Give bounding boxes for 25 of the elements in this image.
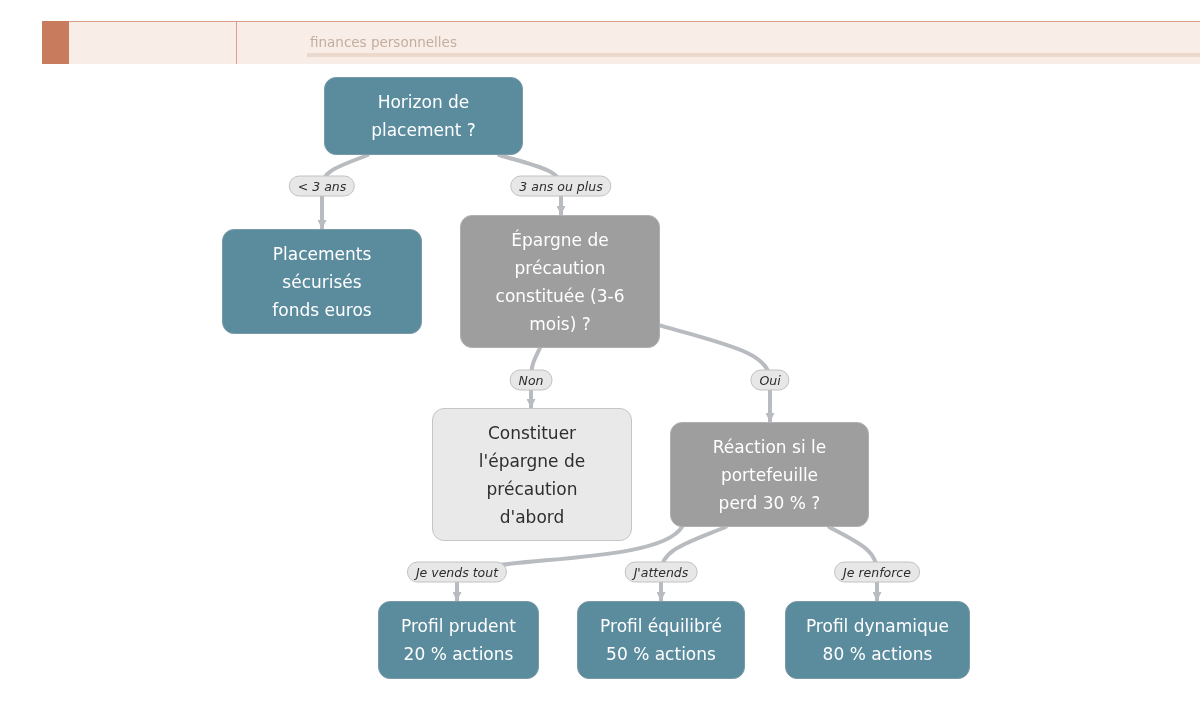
section-subtitle: finances personnelles (310, 33, 457, 51)
node-label: Profil équilibré 50 % actions (599, 615, 723, 666)
node-label: Placements sécurisés fonds euros (271, 242, 373, 322)
edge-label: J'attends (624, 561, 698, 583)
node-label: Horizon de placement ? (370, 91, 477, 142)
edge-label: Je vends tout (406, 561, 508, 583)
action-box (432, 408, 632, 541)
node-label: Épargne de précaution constituée (3-6 mois) ? (494, 228, 626, 336)
outcome-box (577, 601, 745, 679)
node-label: Profil dynamique 80 % actions (804, 615, 951, 666)
outcome-box (222, 229, 422, 334)
decision-box (460, 215, 660, 348)
arrow (658, 323, 775, 424)
outcome-box (378, 601, 539, 679)
node-label: Constituer l'épargne de précaution d'abord (477, 421, 587, 529)
edge-label: Oui (750, 369, 790, 391)
edge-label: Je renforce (834, 561, 920, 583)
decision-box (670, 422, 869, 527)
decision-box (324, 77, 523, 155)
node-label: Profil prudent 20 % actions (399, 615, 518, 666)
edge-label: 3 ans ou plus (510, 175, 612, 197)
node-label: Réaction si le portefeuille perd 30 % ? (711, 435, 828, 515)
edge-label: Non (509, 369, 553, 391)
edge-label: < 3 ans (288, 175, 356, 197)
outcome-box (785, 601, 970, 679)
